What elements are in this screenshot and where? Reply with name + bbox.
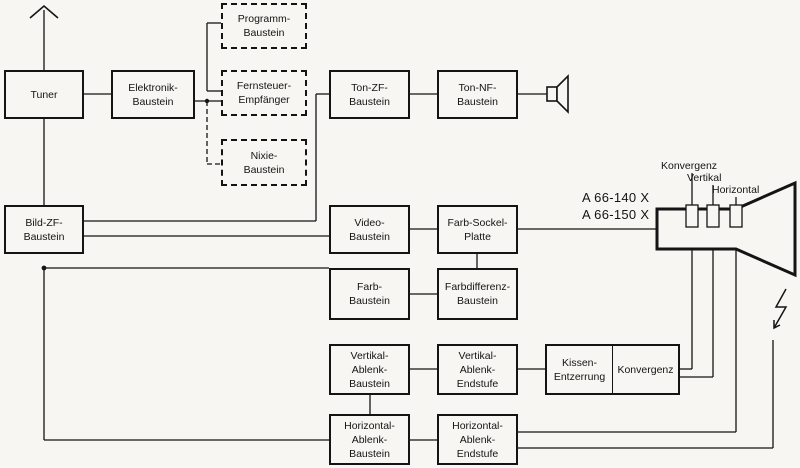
lightning-icon <box>773 288 788 330</box>
programm-baustein-block: Programm- Baustein <box>221 3 307 49</box>
elektronik-baustein-block: Elektronik- Baustein <box>111 70 195 119</box>
vertikal-ablenk-baustein-block: Vertikal- Ablenk- Baustein <box>329 344 410 395</box>
farbdifferenz-baustein-block: Farbdifferenz- Baustein <box>437 268 518 320</box>
video-baustein-block: Video- Baustein <box>329 205 410 254</box>
konvergenz-label: Konvergenz <box>661 160 718 172</box>
antenna-icon <box>29 4 59 19</box>
vertikal-label: Vertikal <box>687 172 722 184</box>
bild-zf-baustein-block: Bild-ZF- Baustein <box>4 205 84 254</box>
fernsteuer-empfaenger-block: Fernsteuer- Empfänger <box>221 70 307 116</box>
horizontal-label: Horizontal <box>712 184 760 196</box>
horizontal-ablenk-endstufe-block: Horizontal- Ablenk- Endstufe <box>437 414 518 465</box>
konvergenz-block: Konvergenz <box>612 344 680 395</box>
tuner-block: Tuner <box>4 70 84 119</box>
vertikal-ablenk-endstufe-block: Vertikal- Ablenk- Endstufe <box>437 344 518 395</box>
ton-zf-baustein-block: Ton-ZF- Baustein <box>329 70 410 119</box>
tube-model-label-2: A 66-150 X <box>582 207 650 222</box>
picture-tube-icon <box>655 180 797 278</box>
nixie-baustein-block: Nixie- Baustein <box>221 139 307 186</box>
ton-nf-baustein-block: Ton-NF- Baustein <box>437 70 518 119</box>
kissen-entzerrung-block: Kissen- Entzerrung <box>545 344 613 395</box>
tube-model-label-1: A 66-140 X <box>582 190 650 205</box>
farb-baustein-block: Farb- Baustein <box>329 268 410 320</box>
farb-sockel-platte-block: Farb-Sockel- Platte <box>437 205 518 254</box>
speaker-icon <box>546 74 569 114</box>
horizontal-ablenk-baustein-block: Horizontal- Ablenk- Baustein <box>329 414 410 465</box>
